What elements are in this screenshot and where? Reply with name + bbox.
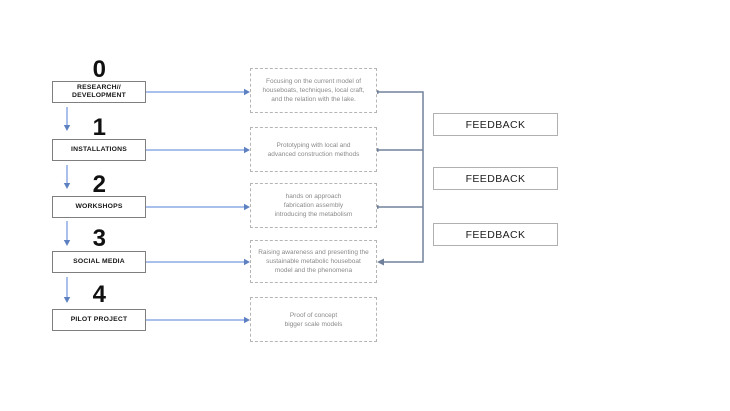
description-box-research-development: Focusing on the current model of housebo… bbox=[250, 68, 377, 113]
description-box-installations: Prototyping with local and advanced cons… bbox=[250, 127, 377, 172]
stage-number-1: 1 bbox=[92, 114, 106, 141]
stage-box-social-media: SOCIAL MEDIA bbox=[52, 251, 146, 273]
stage-to-description-arrow bbox=[146, 203, 250, 211]
description-text: Proof of concept bigger scale models bbox=[284, 311, 343, 328]
feedback-box-2: FEEDBACK bbox=[433, 167, 558, 190]
stage-to-description-arrow bbox=[146, 88, 250, 96]
stage-number-3: 3 bbox=[92, 225, 106, 252]
stage-number-2: 2 bbox=[92, 171, 106, 198]
feedback-loop-wire bbox=[375, 90, 424, 266]
stage-number-0: 0 bbox=[92, 56, 106, 83]
stage-to-description-arrow bbox=[146, 258, 250, 266]
stage-box-label: PILOT PROJECT bbox=[70, 316, 128, 323]
stage-box-label: SOCIAL MEDIA bbox=[73, 258, 125, 265]
description-text: Focusing on the current model of housebo… bbox=[262, 78, 365, 103]
stage-box-installations: INSTALLATIONS bbox=[52, 139, 146, 161]
stage-box-label: WORKSHOPS bbox=[75, 203, 123, 210]
stage-box-label: INSTALLATIONS bbox=[71, 146, 127, 153]
feedback-label: FEEDBACK bbox=[465, 118, 526, 131]
stage-to-description-arrow bbox=[146, 316, 250, 324]
stage-to-description-arrow bbox=[146, 146, 250, 154]
stage-box-label: RESEARCH// DEVELOPMENT bbox=[72, 84, 126, 99]
description-box-social-media: Raising awareness and presenting the sus… bbox=[250, 240, 377, 283]
stage-box-research-development: RESEARCH// DEVELOPMENT bbox=[52, 81, 146, 103]
description-text: hands on approach fabrication assembly i… bbox=[274, 193, 353, 218]
description-text: Prototyping with local and advanced cons… bbox=[267, 141, 360, 158]
feedback-arrowhead-icon bbox=[377, 258, 384, 266]
description-text: Raising awareness and presenting the sus… bbox=[258, 249, 369, 274]
stage-box-pilot-project: PILOT PROJECT bbox=[52, 309, 146, 331]
description-box-pilot-project: Proof of concept bigger scale models bbox=[250, 297, 377, 342]
stage-number-4: 4 bbox=[92, 281, 106, 308]
feedback-box-3: FEEDBACK bbox=[433, 223, 558, 246]
stage-box-workshops: WORKSHOPS bbox=[52, 196, 146, 218]
description-box-workshops: hands on approach fabrication assembly i… bbox=[250, 183, 377, 228]
feedback-box-1: FEEDBACK bbox=[433, 113, 558, 136]
feedback-label: FEEDBACK bbox=[465, 228, 526, 241]
feedback-label: FEEDBACK bbox=[465, 172, 526, 185]
